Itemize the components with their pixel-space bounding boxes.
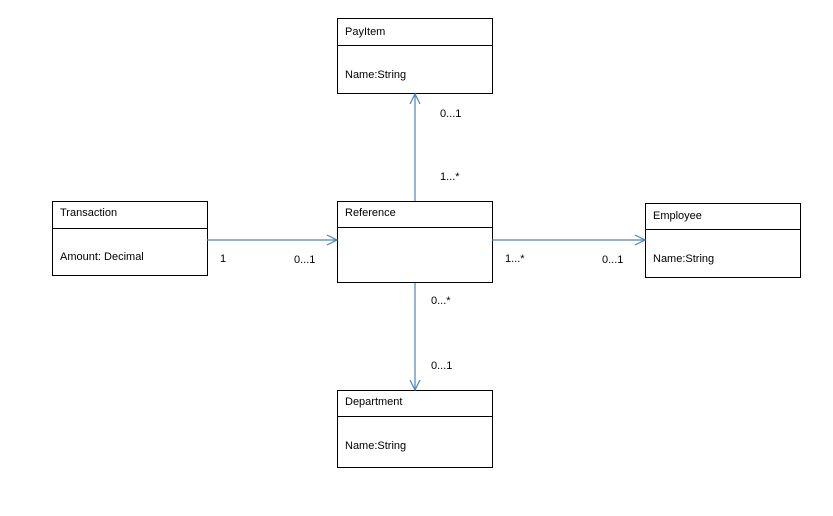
multiplicity-source: 1 xyxy=(220,253,226,265)
multiplicity-target: 0...1 xyxy=(431,360,452,372)
association-reference-department[interactable]: 0...* 0...1 xyxy=(409,283,452,392)
class-employee[interactable]: Employee Name:String xyxy=(645,203,801,278)
class-attribute: Name:String xyxy=(345,69,406,81)
arrowhead-icon xyxy=(634,234,647,246)
class-transaction[interactable]: Transaction Amount: Decimal xyxy=(52,201,208,276)
class-name: Transaction xyxy=(60,207,117,219)
multiplicity-source: 1...* xyxy=(440,171,460,183)
multiplicity-source: 0...* xyxy=(431,295,451,307)
class-name: Department xyxy=(345,396,402,408)
class-department[interactable]: Department Name:String xyxy=(337,390,493,468)
arrowhead-icon xyxy=(326,234,339,246)
class-name: PayItem xyxy=(345,26,385,38)
arrowhead-icon xyxy=(409,92,421,105)
class-name: Employee xyxy=(653,210,702,222)
class-attribute: Amount: Decimal xyxy=(60,251,144,263)
class-payitem[interactable]: PayItem Name:String xyxy=(337,18,493,94)
arrowhead-icon xyxy=(409,379,421,392)
association-reference-employee[interactable]: 1...* 0...1 xyxy=(492,234,647,266)
class-name: Reference xyxy=(345,207,396,219)
multiplicity-source: 1...* xyxy=(505,253,525,265)
multiplicity-target: 0...1 xyxy=(294,254,315,266)
class-attribute: Name:String xyxy=(345,440,406,452)
multiplicity-target: 0...1 xyxy=(602,254,623,266)
association-reference-payitem[interactable]: 0...1 1...* xyxy=(409,92,461,201)
class-reference[interactable]: Reference xyxy=(337,201,493,283)
multiplicity-target: 0...1 xyxy=(440,108,461,120)
association-transaction-reference[interactable]: 1 0...1 xyxy=(207,234,339,266)
class-attribute: Name:String xyxy=(653,253,714,265)
